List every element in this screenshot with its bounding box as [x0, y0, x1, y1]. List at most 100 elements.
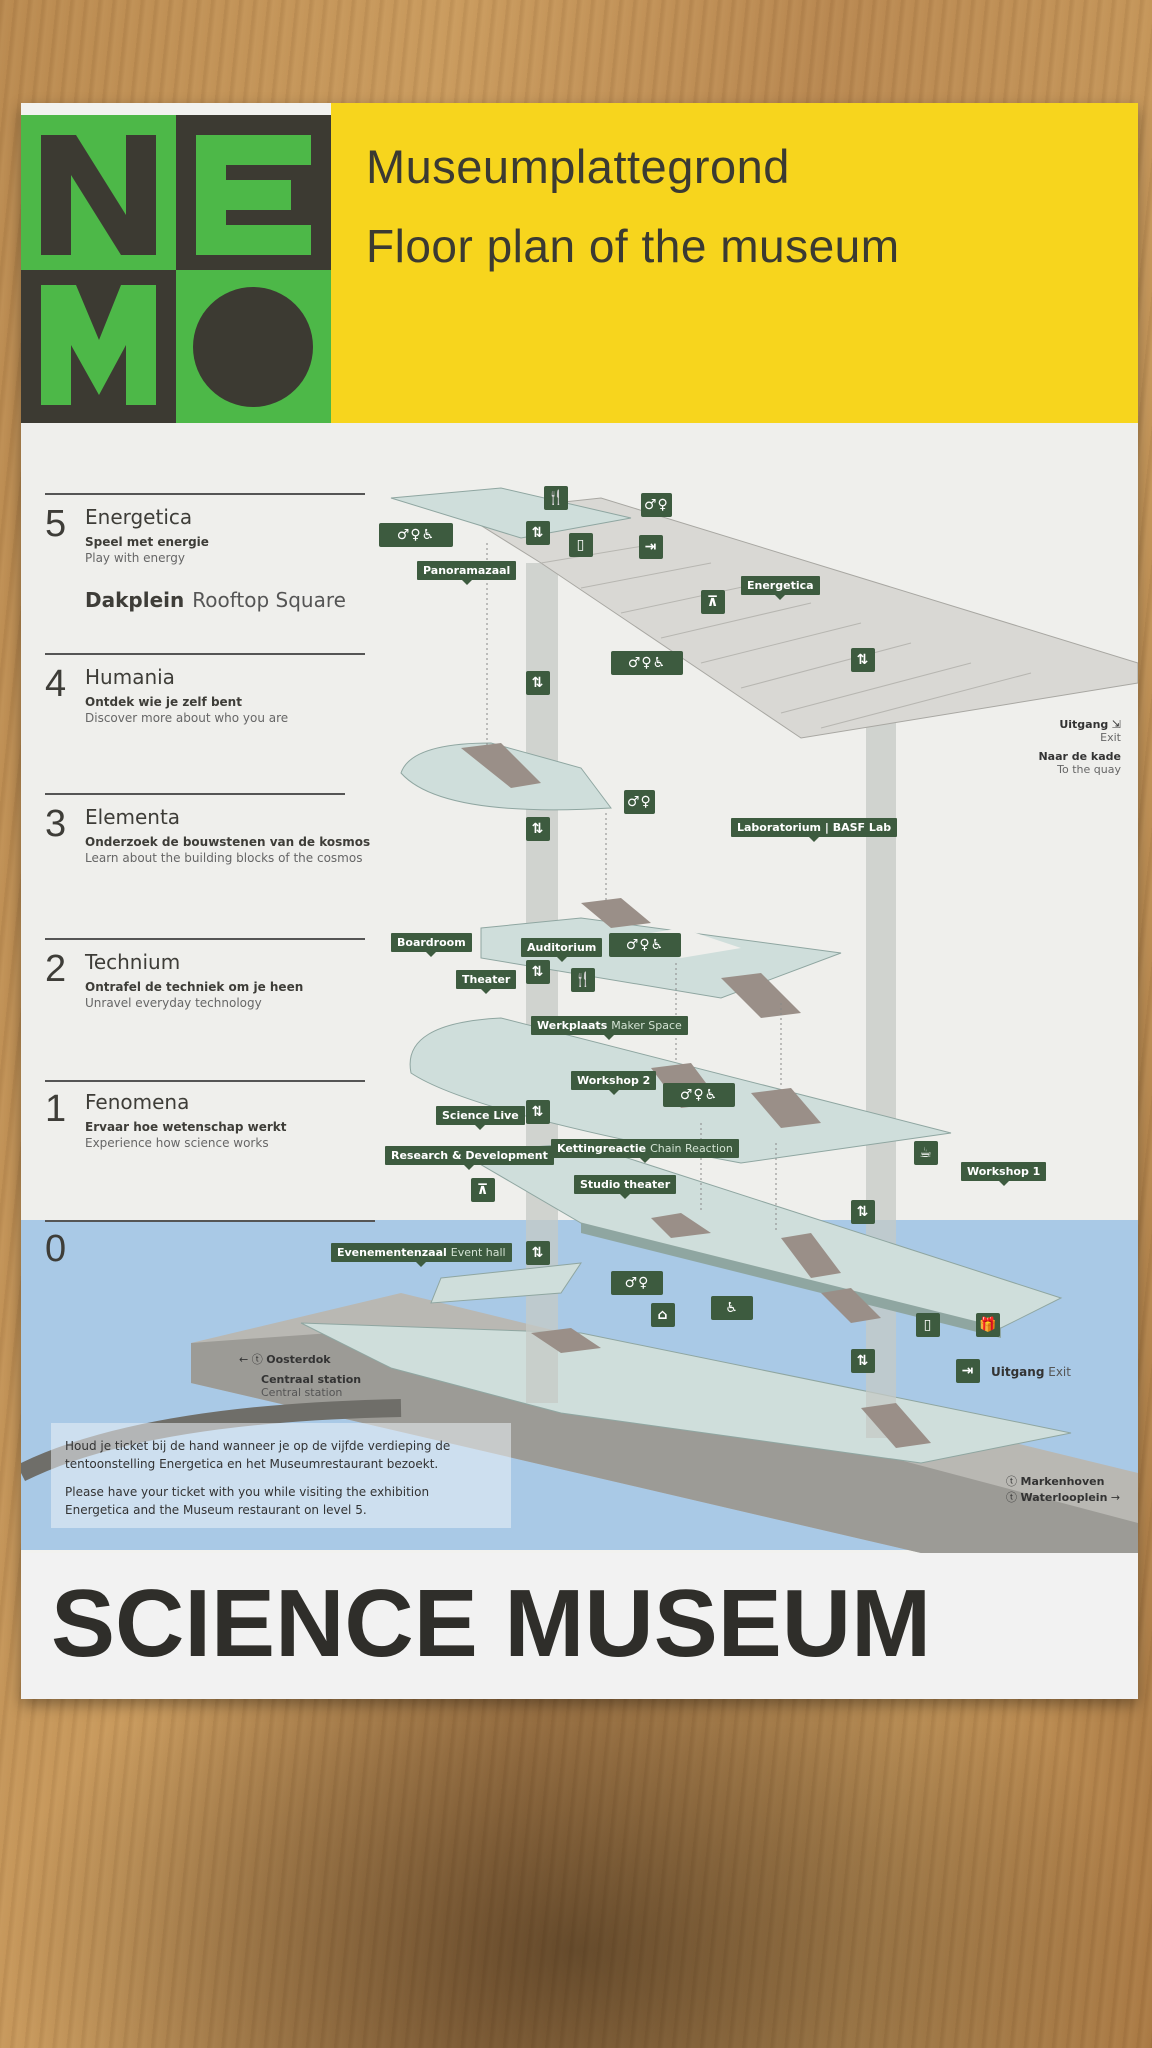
- ticket-notice: Houd je ticket bij de hand wanneer je op…: [51, 1423, 511, 1528]
- toilets-accessible-icon: ♂♀♿: [609, 933, 681, 957]
- leader-1: [45, 1080, 365, 1082]
- level-5-subtitle-nl: Speel met energie: [85, 535, 209, 549]
- ground-exit-en: Exit: [1048, 1365, 1071, 1379]
- level-3-subtitle-nl: Onderzoek de bouwstenen van de kosmos: [85, 835, 371, 849]
- toilets-accessible-icon: ♂♀♿: [379, 523, 453, 547]
- floor-1-terrace: [430, 1262, 583, 1304]
- centraal-nl: Centraal station: [261, 1373, 362, 1386]
- direction-oosterdok: ← ⓣ Oosterdok: [239, 1351, 331, 1367]
- waterlooplein-label: Waterlooplein: [1020, 1491, 1108, 1504]
- elevator-icon: ⇅: [526, 960, 550, 984]
- werkplaats-en: Maker Space: [611, 1019, 682, 1032]
- leader-3: [45, 793, 345, 795]
- exit-icon: ⇥: [956, 1359, 980, 1383]
- phone-icon: ▯: [916, 1313, 940, 1337]
- tram-icon: ⓣ: [251, 1353, 263, 1366]
- toilets-icon: ♂♀: [641, 493, 672, 517]
- toilets-accessible-icon: ♂♀♿: [611, 651, 683, 675]
- elevator-icon: ⇅: [526, 521, 550, 545]
- level-4-subtitle-en: Discover more about who you are: [85, 711, 289, 725]
- level-2-subtitle-nl: Ontrafel de techniek om je heen: [85, 980, 304, 994]
- elevator-icon: ⇅: [526, 671, 550, 695]
- tag-research-development: Research & Development: [385, 1146, 554, 1170]
- level-4-number: 4: [45, 663, 67, 705]
- exit-quay-note: Uitgang ⇲ Exit Naar de kade To the quay: [1011, 718, 1121, 776]
- tram-icon: ⓣ: [1006, 1491, 1017, 1504]
- level-4-name: Humania: [85, 665, 175, 689]
- elevator-icon: ⇅: [526, 817, 550, 841]
- nemo-logo: [21, 115, 331, 425]
- level-1-subtitle-en: Experience how science works: [85, 1136, 269, 1150]
- level-1-number: 1: [45, 1088, 67, 1130]
- exit-icon: ⇥: [639, 535, 663, 559]
- header-banner: [331, 103, 1138, 423]
- footer-band: [21, 1553, 1138, 1699]
- rooftop-en: Rooftop Square: [192, 588, 346, 612]
- level-2-number: 2: [45, 948, 67, 990]
- level-5-subtitle-en: Play with energy: [85, 551, 185, 565]
- level-3-subtitle-en: Learn about the building blocks of the c…: [85, 851, 363, 865]
- title-dutch: Museumplattegrond: [366, 140, 790, 193]
- connector-lines: [486, 543, 782, 1233]
- elevator-icon: ⇅: [526, 1241, 550, 1265]
- level-5-number: 5: [45, 503, 67, 545]
- tag-workshop-1: Workshop 1: [961, 1162, 1047, 1186]
- tag-lab: Laboratorium | BASF Lab: [731, 818, 898, 842]
- ground-exit-label: Uitgang Exit: [991, 1365, 1071, 1379]
- leader-5: [45, 493, 365, 495]
- notice-en: Please have your ticket with you while v…: [65, 1485, 430, 1517]
- phone-icon: ▯: [569, 533, 593, 557]
- elevator-icon: ⇅: [851, 1200, 875, 1224]
- level-0-number: 0: [45, 1228, 67, 1270]
- level-2-name: Technium: [85, 950, 181, 974]
- leader-0: [45, 1220, 375, 1222]
- picnic-icon: ⊼: [471, 1178, 495, 1202]
- level-3-number: 3: [45, 803, 67, 845]
- quay-en: To the quay: [1057, 763, 1121, 776]
- elevator-icon: ⇅: [851, 1349, 875, 1373]
- oosterdok-label: Oosterdok: [266, 1353, 331, 1366]
- cloakroom-icon: ⌂: [651, 1303, 675, 1327]
- level-5-name: Energetica: [85, 505, 193, 529]
- elevator-icon: ⇅: [851, 648, 875, 672]
- ketting-nl: Kettingreactie: [557, 1142, 647, 1155]
- centraal-en: Central station: [261, 1386, 343, 1399]
- elevator-icon: ⇅: [526, 1100, 550, 1124]
- arrow-right-icon: →: [1110, 1491, 1121, 1504]
- level-2-subtitle-en: Unravel everyday technology: [85, 996, 262, 1010]
- rooftop-nl: Dakplein: [85, 588, 185, 612]
- museum-floor-plan-sheet: Museumplattegrond Floor plan of the muse…: [21, 103, 1138, 1699]
- ground-base-side: [191, 1328, 1138, 1553]
- werkplaats-nl: Werkplaats: [537, 1019, 608, 1032]
- tag-boardroom: Boardroom: [391, 933, 472, 957]
- level-1-name: Fenomena: [85, 1090, 190, 1114]
- restaurant-icon: 🍴: [544, 486, 569, 510]
- accessible-icon: ♿: [711, 1296, 753, 1320]
- arrow-left-icon: ←: [239, 1353, 249, 1366]
- notice-nl: Houd je ticket bij de hand wanneer je op…: [65, 1439, 451, 1471]
- tag-theater: Theater: [456, 970, 517, 994]
- stair-lines: [540, 542, 1032, 729]
- ground-exit-nl: Uitgang: [991, 1365, 1045, 1379]
- coffee-icon: ☕: [914, 1141, 938, 1165]
- restaurant-icon: 🍴: [571, 968, 596, 992]
- tag-panoramazaal: Panoramazaal: [417, 561, 517, 585]
- tag-studio-theater: Studio theater: [574, 1175, 677, 1199]
- floor-illustration: [21, 487, 1138, 1553]
- picnic-icon: ⊼: [701, 590, 725, 614]
- toilets-accessible-icon: ♂♀♿: [663, 1083, 735, 1107]
- level-4-subtitle-nl: Ontdek wie je zelf bent: [85, 695, 242, 709]
- gift-shop-icon: 🎁: [976, 1313, 1001, 1337]
- tram-icon: ⓣ: [1006, 1475, 1017, 1488]
- rooftop-label: Dakplein Rooftop Square: [85, 588, 346, 612]
- ketting-en: Chain Reaction: [650, 1142, 733, 1155]
- floor-1-edge: [581, 1223, 1001, 1338]
- toilets-icon: ♂♀: [611, 1271, 663, 1295]
- event-en: Event hall: [450, 1246, 506, 1259]
- tag-workshop-2: Workshop 2: [571, 1071, 657, 1095]
- quay-nl: Naar de kade: [1038, 750, 1121, 763]
